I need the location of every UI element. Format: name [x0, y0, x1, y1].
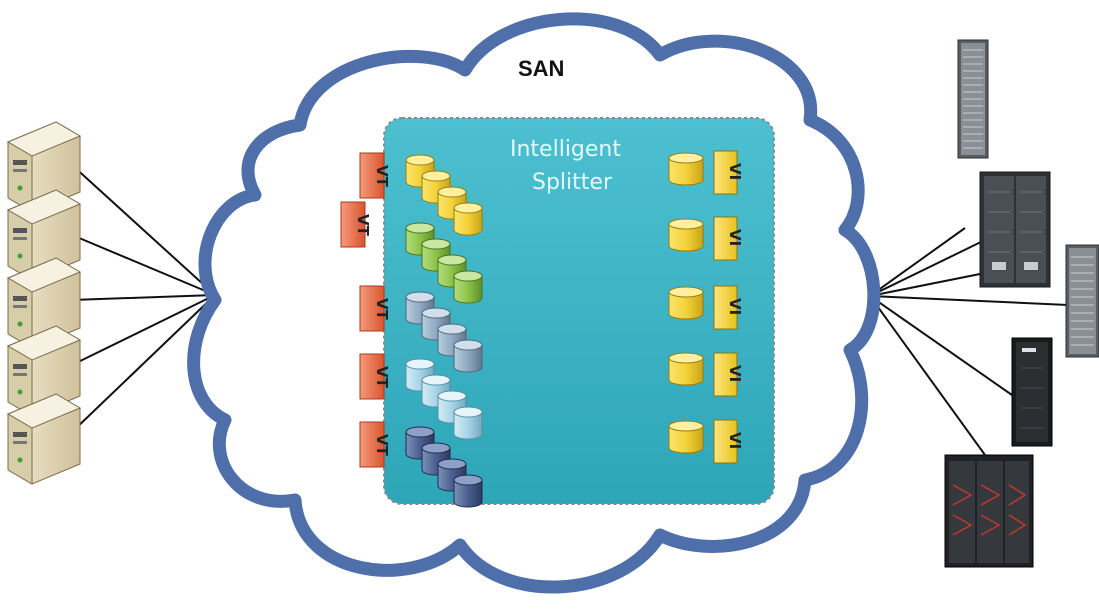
splitter-label-line2: Splitter [532, 170, 613, 195]
volume-group [405, 291, 483, 373]
volume-disk-icon [668, 218, 704, 252]
storage-array-icon [1011, 337, 1053, 447]
storage-array-icon [957, 39, 989, 159]
vt-badge: VT [359, 285, 391, 332]
svg-text:VI: VI [726, 163, 744, 180]
storage-array-icon [979, 171, 1051, 288]
volume-disk-icon [453, 339, 483, 373]
san-label: SAN [518, 56, 564, 81]
volume-group [405, 222, 483, 304]
volume-disk-icon [453, 202, 483, 236]
volume-disk-icon [668, 420, 704, 454]
host-server-icon [6, 257, 82, 349]
svg-text:VT: VT [373, 434, 391, 457]
volume-disk-groups [405, 154, 483, 508]
vi-badge: VI [713, 352, 744, 397]
volume-group [405, 154, 483, 236]
volume-disk-icon [668, 152, 704, 186]
volume-disk-icon [453, 406, 483, 440]
storage-array-icon [1065, 244, 1099, 358]
vt-badge: VT [359, 353, 391, 400]
volume-disk-icon [668, 352, 704, 386]
svg-text:VT: VT [354, 214, 372, 237]
vt-badge: VT [340, 201, 372, 248]
svg-text:VI: VI [726, 365, 744, 382]
target-volume-disks [668, 152, 704, 454]
host-servers [6, 121, 82, 485]
virtual-initiators: VI VI VI VI VI [713, 150, 744, 464]
svg-text:VT: VT [373, 298, 391, 321]
storage-arrays [944, 39, 1099, 568]
volume-disk-icon [668, 286, 704, 320]
vi-badge: VI [713, 150, 744, 195]
host-connections [71, 164, 216, 433]
vt-badge: VT [359, 152, 391, 199]
volume-group [405, 426, 483, 508]
volume-disk-icon [453, 474, 483, 508]
vt-badge: VT [359, 421, 391, 468]
host-server-icon [6, 121, 82, 213]
splitter-label-line1: Intelligent [510, 137, 621, 162]
volume-disk-icon [421, 374, 451, 408]
volume-group [405, 358, 483, 440]
vi-badge: VI [713, 216, 744, 261]
svg-text:VI: VI [726, 432, 744, 449]
host-server-icon [6, 325, 82, 417]
svg-text:VI: VI [726, 298, 744, 315]
storage-array-icon [944, 454, 1034, 568]
host-server-icon [6, 189, 82, 281]
virtual-targets: VT VT VT VT VT [340, 152, 391, 468]
host-server-icon [6, 393, 82, 485]
vi-badge: VI [713, 419, 744, 464]
volume-disk-icon [405, 358, 435, 392]
vi-badge: VI [713, 285, 744, 330]
svg-text:VI: VI [726, 229, 744, 246]
svg-text:VT: VT [373, 165, 391, 188]
svg-text:VT: VT [373, 366, 391, 389]
storage-connections [869, 227, 1069, 456]
volume-disk-icon [453, 270, 483, 304]
